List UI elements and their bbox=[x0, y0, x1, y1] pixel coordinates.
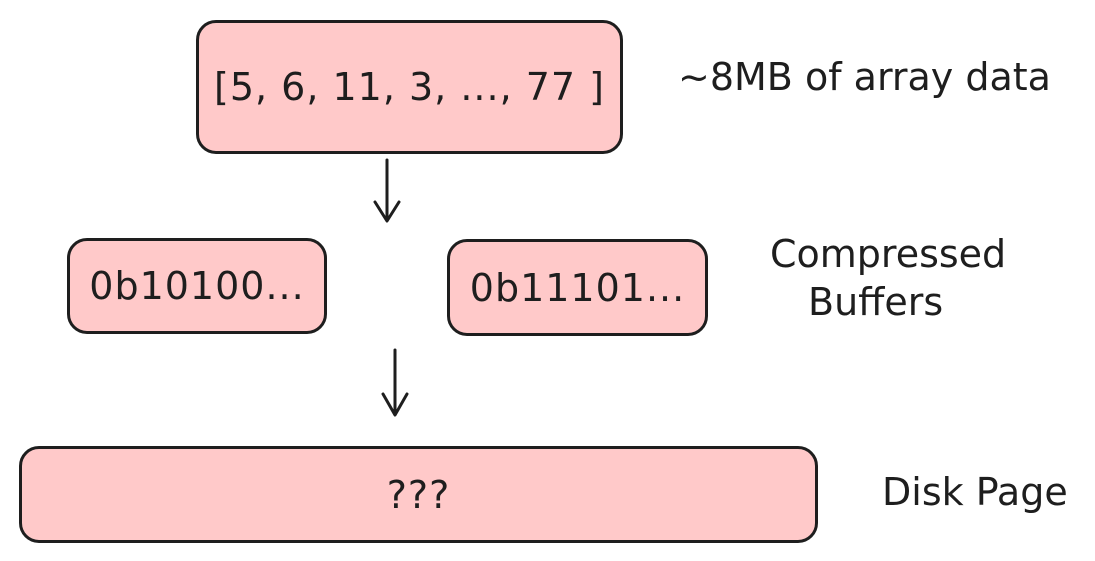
disk-page-label: Disk Page bbox=[882, 470, 1068, 514]
array-data-text: [5, 6, 11, 3, ..., 77 ] bbox=[214, 65, 605, 109]
disk-page-text: ??? bbox=[386, 472, 451, 517]
compressed-buffer-box-2: 0b11101... bbox=[447, 239, 708, 336]
compressed-buffers-label: Compressed Buffers bbox=[770, 230, 1006, 326]
arrow-down-icon bbox=[373, 158, 401, 223]
disk-page-box: ??? bbox=[19, 446, 818, 543]
compressed-buffer-text-2: 0b11101... bbox=[469, 265, 686, 310]
arrow-down-icon bbox=[381, 348, 409, 417]
array-data-label: ~8MB of array data bbox=[678, 55, 1051, 99]
compressed-buffers-label-line2: Buffers bbox=[808, 280, 944, 324]
array-data-box: [5, 6, 11, 3, ..., 77 ] bbox=[196, 20, 623, 154]
compressed-buffers-label-line1: Compressed bbox=[770, 232, 1007, 276]
compressed-buffer-text-1: 0b10100... bbox=[89, 264, 305, 308]
compressed-buffer-box-1: 0b10100... bbox=[67, 238, 327, 334]
